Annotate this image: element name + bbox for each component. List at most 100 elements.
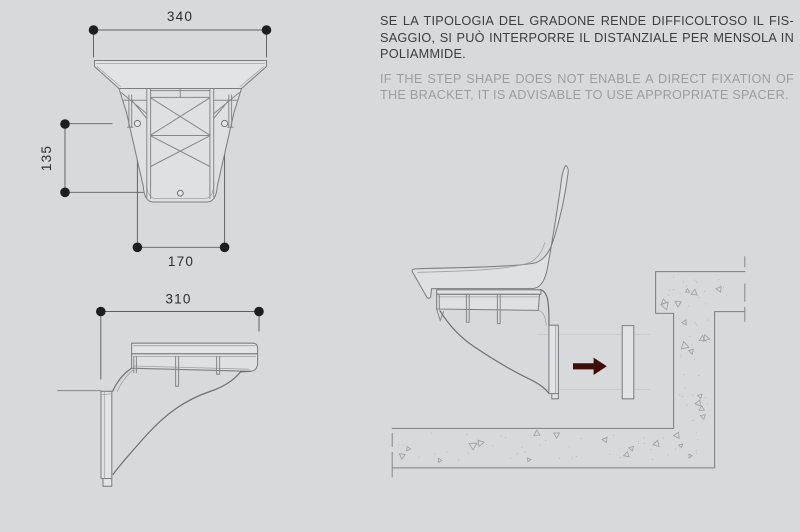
wall-plate-section — [548, 324, 559, 395]
concrete-speck — [692, 394, 694, 396]
concrete-aggregate-triangle — [437, 457, 443, 464]
concrete-aggregate-triangle — [715, 285, 722, 293]
italian-line: SE LA TIPOLOGIA DEL GRADONE RENDE DIFFIC… — [380, 14, 794, 28]
concrete-speck — [725, 294, 727, 296]
concrete-speck — [434, 453, 436, 455]
concrete-speck — [698, 297, 700, 299]
concrete-speck — [654, 444, 656, 446]
concrete-speck — [653, 441, 655, 443]
wall-plate-foot — [102, 477, 113, 487]
concrete-speck — [688, 305, 690, 307]
bracket-section — [436, 289, 559, 400]
dimension-endpoint-dot — [261, 25, 272, 35]
concrete-speck — [505, 436, 507, 438]
concrete-speck — [693, 358, 695, 360]
dimension-endpoint-dot — [219, 242, 230, 253]
concrete-aggregate-triangle — [660, 301, 669, 311]
concrete-speck — [674, 448, 677, 450]
concrete-speck — [398, 444, 400, 446]
side-wing-right — [213, 92, 240, 128]
concrete-speck — [516, 453, 518, 455]
concrete-aggregate-triangle — [468, 442, 478, 451]
concrete-speck — [407, 450, 409, 452]
dimension-340: 340 — [88, 9, 272, 58]
wall-plate — [100, 390, 113, 480]
concrete-speck — [466, 434, 468, 436]
concrete-speck — [568, 446, 570, 448]
concrete-speck — [637, 442, 639, 444]
concrete-speck — [695, 432, 697, 434]
concrete-aggregate-triangle — [680, 319, 687, 326]
concrete-speck — [500, 435, 502, 437]
concrete-speck — [696, 439, 699, 441]
concrete-speck — [681, 395, 683, 398]
concrete-aggregate-triangle — [628, 445, 635, 452]
concrete-speck — [467, 452, 469, 454]
concrete-speck — [686, 285, 688, 287]
concrete-speck — [689, 335, 691, 337]
concrete-speck — [680, 356, 682, 358]
fixing-hole-right — [221, 119, 229, 128]
concrete-speck — [673, 304, 675, 307]
dimension-endpoint-dot — [88, 25, 99, 35]
dimension-endpoint-dot — [254, 306, 264, 317]
arrow-right-icon — [573, 357, 607, 375]
side-wing-left — [120, 92, 148, 128]
concrete-speck — [691, 419, 693, 422]
concrete-speck — [678, 303, 680, 305]
concrete-speck — [707, 319, 710, 321]
concrete-aggregate-triangle — [688, 453, 693, 459]
concrete-speck — [667, 454, 669, 456]
concrete-speck — [457, 459, 460, 461]
concrete-texture — [398, 285, 722, 464]
concrete-speck — [703, 418, 705, 420]
concrete-aggregate-triangle — [680, 340, 690, 350]
concrete-aggregate-triangle — [690, 288, 698, 296]
concrete-speck — [678, 317, 680, 319]
dimension-135: 135 — [39, 119, 156, 198]
concrete-speck — [683, 374, 685, 376]
concrete-speck — [684, 387, 686, 389]
concrete-aggregate-triangle — [694, 399, 701, 407]
concrete-speck — [694, 322, 696, 324]
concrete-speck — [706, 336, 708, 338]
concrete-aggregate-triangle — [672, 431, 680, 440]
italian-line: SAGGIO, SI PUÒ INTERPORRE IL DISTANZIALE… — [380, 30, 794, 45]
concrete-speck — [619, 457, 622, 459]
concrete-step-outline — [391, 271, 746, 469]
concrete-aggregate-triangle — [477, 439, 485, 448]
dimension-endpoint-dot — [60, 187, 70, 198]
right-cove-curve — [540, 289, 550, 326]
wall-plate-foot-section — [551, 393, 559, 400]
concrete-speck — [696, 281, 698, 283]
concrete-aggregate-triangle — [601, 436, 608, 444]
concrete-speck — [679, 394, 681, 396]
concrete-aggregate-triangle — [699, 414, 706, 421]
fixing-hole-left — [133, 119, 141, 128]
concrete-aggregate-triangle — [527, 457, 532, 463]
concrete-speck — [695, 450, 697, 452]
concrete-speck — [705, 396, 707, 399]
spacer — [621, 325, 635, 400]
concrete-speck — [559, 457, 561, 459]
concrete-speck — [510, 457, 512, 459]
concrete-speck — [695, 405, 697, 407]
concrete-aggregate-triangle — [552, 432, 561, 439]
concrete-speck — [698, 374, 700, 377]
concrete-speck — [402, 444, 404, 446]
concrete-speck — [571, 457, 573, 459]
concrete-speck — [668, 289, 670, 291]
seat-shell — [411, 164, 569, 299]
instructions: SE LA TIPOLOGIA DEL GRADONE RENDE DIFFIC… — [380, 13, 794, 104]
concrete-speck — [485, 443, 488, 446]
gusset-curve-section — [439, 310, 550, 394]
cross-bracing-lattice — [150, 88, 211, 167]
concrete-speck — [521, 446, 523, 448]
cove-curve — [112, 367, 133, 392]
dimension-endpoint-dot — [96, 306, 106, 317]
dimension-170: 170 — [132, 129, 230, 269]
concrete-speck — [704, 290, 706, 292]
concrete-speck — [694, 351, 696, 353]
concrete-speck — [686, 404, 688, 406]
